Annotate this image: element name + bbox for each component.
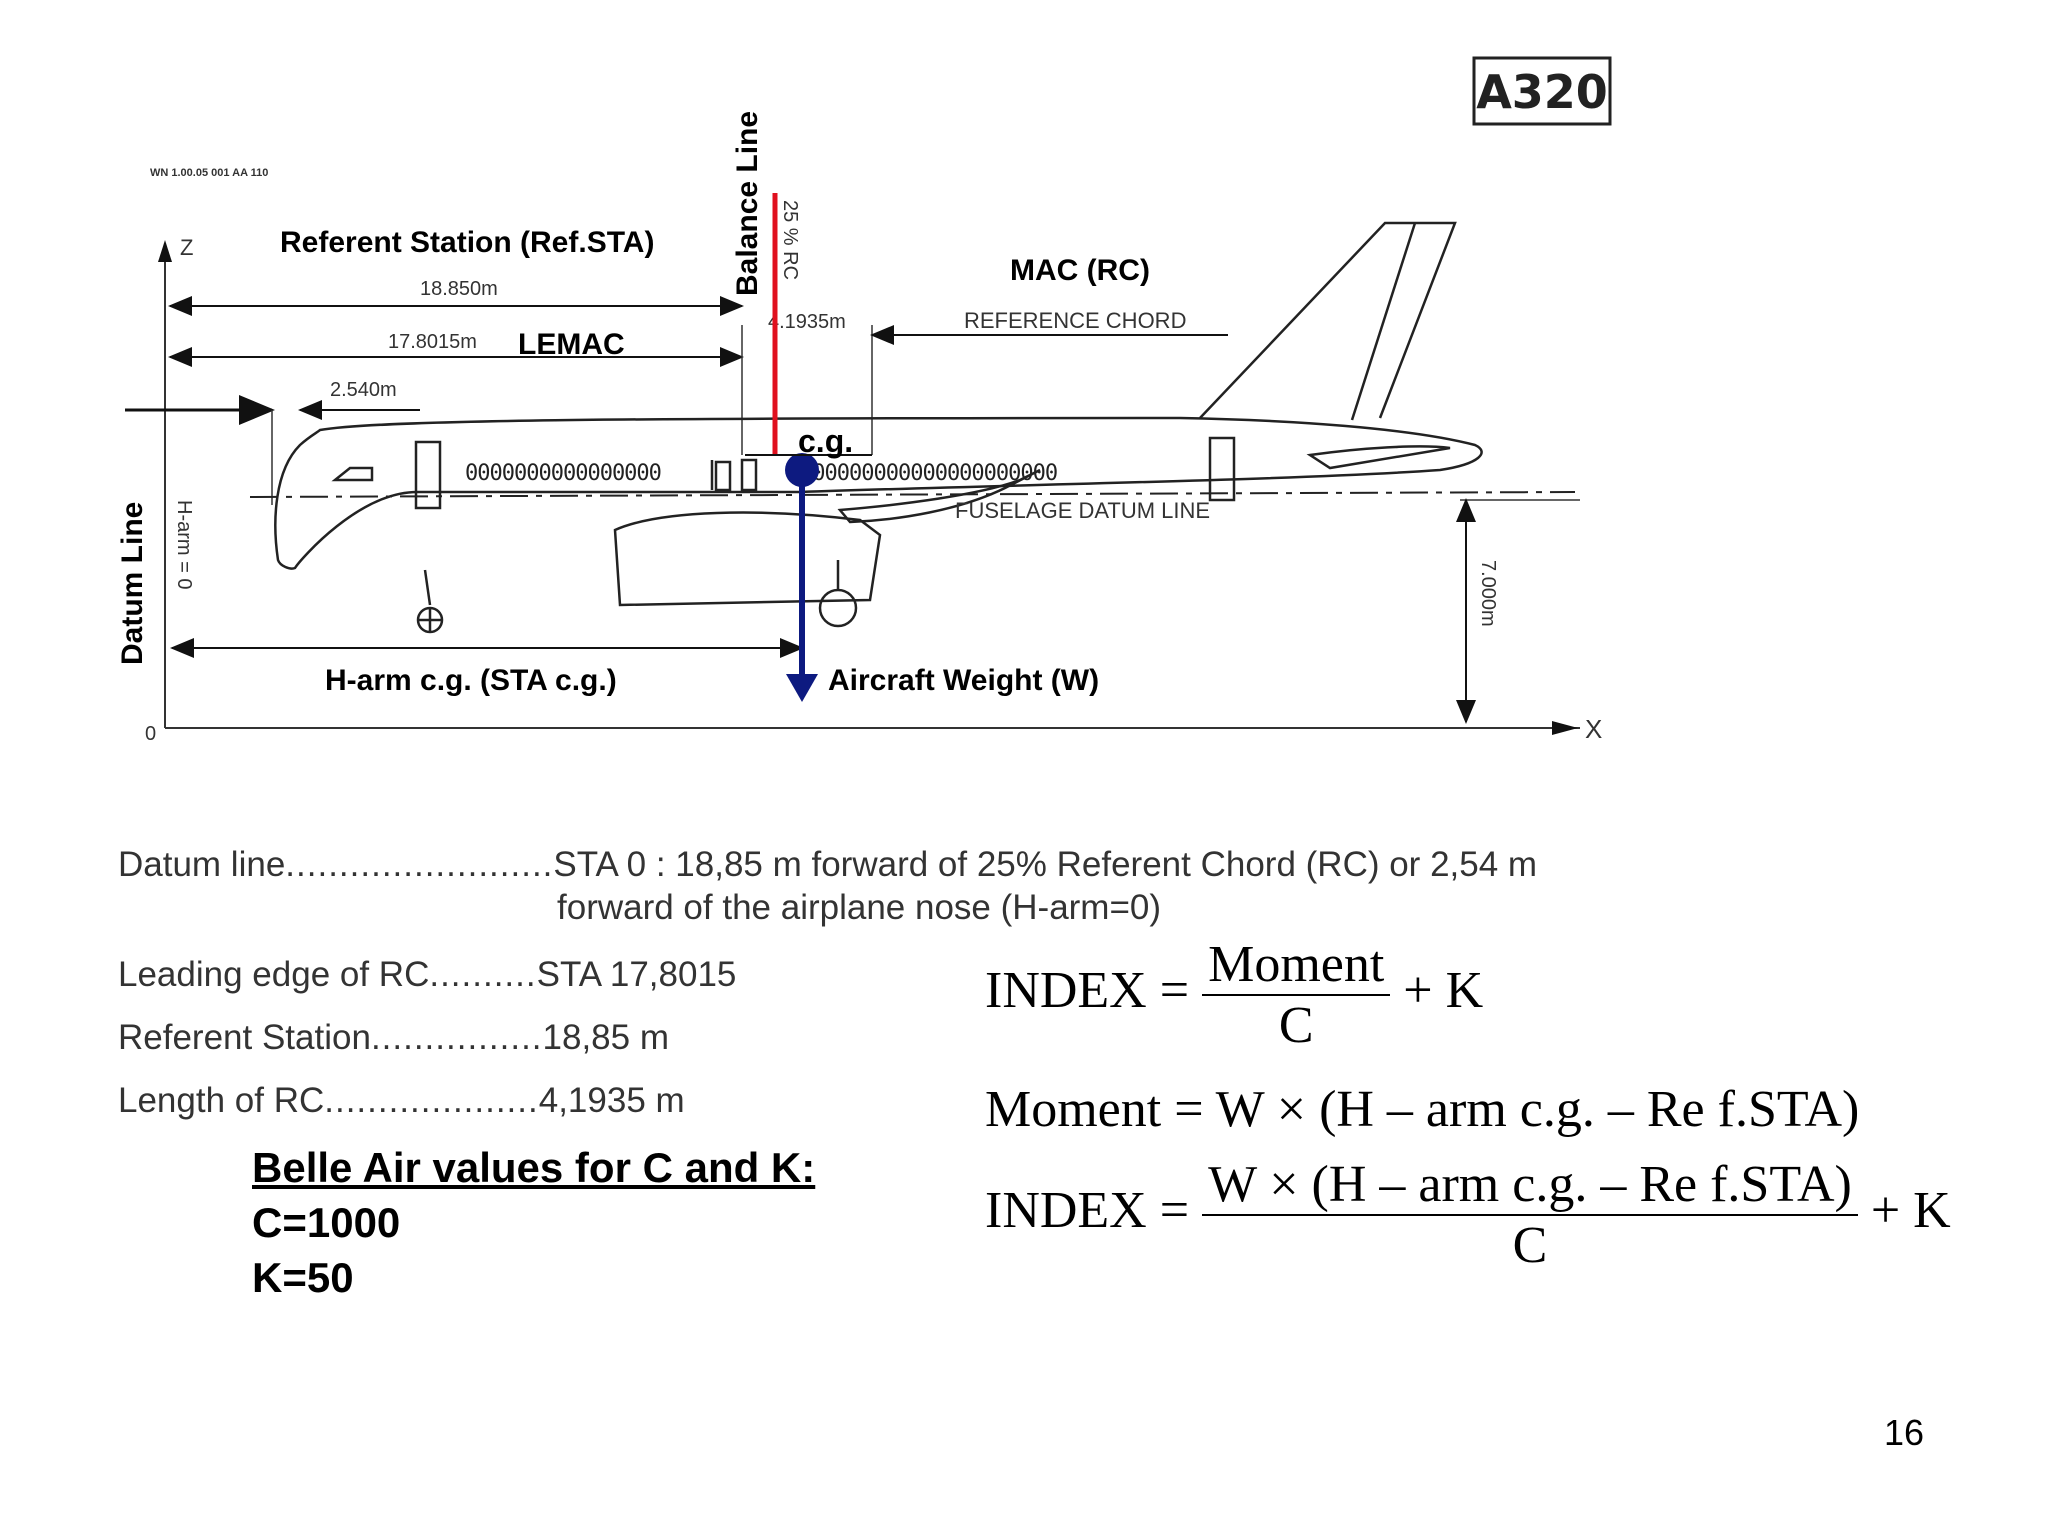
f1-numerator: Moment xyxy=(1202,935,1391,996)
aircraft-weight-label: Aircraft Weight (W) xyxy=(828,664,1099,697)
datum-line-label: Datum Line xyxy=(116,502,149,665)
def-value: STA 0 : 18,85 m forward of 25% Referent … xyxy=(553,845,1538,884)
aircraft-drawing xyxy=(249,221,1576,634)
ref-station-label: Referent Station (Ref.STA) xyxy=(280,226,654,259)
f3-denominator: C xyxy=(1512,1217,1548,1274)
axis-x-label: X xyxy=(1585,714,1602,744)
def-term: Datum line xyxy=(118,845,286,884)
f1-fraction: Moment C xyxy=(1202,935,1391,1055)
def-dots: ......................... xyxy=(285,845,554,884)
ref-chord-label: REFERENCE CHORD xyxy=(964,308,1186,333)
def-dots: .......... xyxy=(429,955,537,994)
height-dim: 7.000m xyxy=(1477,560,1499,627)
f3-numerator: W × (H – arm c.g. – Re f.STA) xyxy=(1202,1155,1858,1216)
formula-index-1: INDEX = Moment C + K xyxy=(985,935,1483,1055)
axis-z-label: Z xyxy=(180,235,193,260)
def-term: Length of RC xyxy=(118,1081,325,1120)
cg-marker xyxy=(785,453,819,487)
balance-line-label: Balance Line xyxy=(731,111,764,296)
f3-fraction: W × (H – arm c.g. – Re f.STA) C xyxy=(1202,1155,1858,1275)
lemac-label: LEMAC xyxy=(518,328,625,361)
model-label: A320 xyxy=(1476,65,1608,119)
formula-index-2: INDEX = W × (H – arm c.g. – Re f.STA) C … xyxy=(985,1155,1951,1275)
def-dots: .................... xyxy=(324,1081,539,1120)
def-length-rc: Length of RC....................4,1935 m xyxy=(118,1081,685,1121)
belle-k-value: K=50 xyxy=(252,1254,354,1301)
def-datum-line: Datum line.........................STA 0… xyxy=(118,845,1537,885)
origin-label: 0 xyxy=(145,723,156,745)
aircraft-cg-diagram: A320 WN 1.00.05 001 AA 110 Z X 0 Datum L… xyxy=(116,56,1612,745)
page-number: 16 xyxy=(1883,1412,1924,1453)
cabin-windows-front: 0000000000000000 xyxy=(465,461,661,486)
fuselage-datum-label: FUSELAGE DATUM LINE xyxy=(955,498,1210,523)
def-term: Referent Station xyxy=(118,1018,371,1057)
dim-2540: 2.540m xyxy=(330,379,397,401)
def-term: Leading edge of RC xyxy=(118,955,430,994)
def-datum-line-cont: forward of the airplane nose (H-arm=0) xyxy=(557,888,1161,928)
pct-rc-label: 25 % RC xyxy=(779,200,801,280)
doc-ref: WN 1.00.05 001 AA 110 xyxy=(150,167,268,179)
dim-17801: 17.8015m xyxy=(388,331,477,353)
mac-label: MAC (RC) xyxy=(1010,254,1150,287)
harm-zero-label: H-arm = 0 xyxy=(173,500,195,589)
def-ref-station: Referent Station................18,85 m xyxy=(118,1018,669,1058)
cabin-windows-rear: 000000000000000000000 xyxy=(800,461,1057,486)
def-value-cont: forward of the airplane nose (H-arm=0) xyxy=(557,888,1162,927)
def-leading-edge: Leading edge of RC..........STA 17,8015 xyxy=(118,955,736,995)
def-value: STA 17,8015 xyxy=(536,955,737,994)
f2-text: Moment = W × (H – arm c.g. – Re f.STA) xyxy=(985,1081,1860,1138)
belle-heading: Belle Air values for C and K: xyxy=(252,1144,816,1191)
f1-right: + K xyxy=(1403,961,1484,1019)
f1-denominator: C xyxy=(1278,997,1314,1054)
dim-4193: 4.1935m xyxy=(768,311,846,333)
cg-label: c.g. xyxy=(798,423,853,459)
def-value: 18,85 m xyxy=(542,1018,669,1057)
axes: Z X 0 xyxy=(145,235,1602,745)
def-dots: ................ xyxy=(370,1018,543,1057)
dim-18850: 18.850m xyxy=(420,278,498,300)
dimension-lines: 18.850m 17.8015m 2.540m 4.1935m REFERENC… xyxy=(125,278,1580,724)
belle-c-value: C=1000 xyxy=(252,1199,401,1246)
f3-right: + K xyxy=(1870,1181,1951,1239)
f1-left: INDEX = xyxy=(985,961,1190,1019)
formula-moment: Moment = W × (H – arm c.g. – Re f.STA) xyxy=(985,1080,1859,1139)
model-badge: A320 xyxy=(1472,56,1612,126)
def-value: 4,1935 m xyxy=(538,1081,685,1120)
weight-arrow-head xyxy=(786,674,818,702)
belle-air-values: Belle Air values for C and K: C=1000 K=5… xyxy=(252,1140,815,1305)
harm-cg-label: H-arm c.g. (STA c.g.) xyxy=(325,664,617,697)
f3-left: INDEX = xyxy=(985,1181,1190,1239)
